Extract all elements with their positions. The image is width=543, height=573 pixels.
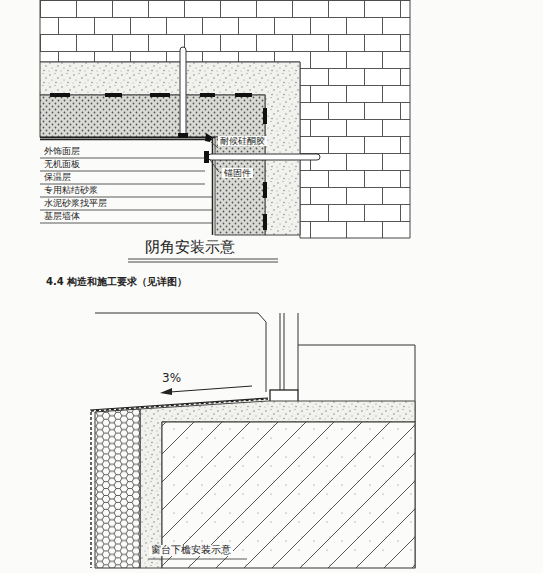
- slope-label: 3%: [162, 372, 181, 386]
- sill-slope: [90, 398, 268, 410]
- callout-label: 耐候硅酮胶: [218, 136, 267, 146]
- insulation-board: [40, 95, 265, 137]
- leader-line: [40, 158, 212, 223]
- layer-label: 基层墙体: [44, 211, 80, 221]
- section-heading: 4.4 构造和施工要求（见详图）: [46, 276, 187, 288]
- caption-underline: [148, 559, 247, 560]
- slope-arrow: [170, 386, 252, 392]
- anchor: [180, 47, 186, 137]
- window-frame: [266, 313, 298, 392]
- anchor-head: [204, 151, 209, 163]
- caption-underline: [128, 259, 278, 262]
- finish-layer: [91, 399, 268, 568]
- figure-caption: 阴角安装示意: [145, 239, 235, 256]
- layer-label: 无机面板: [44, 159, 80, 169]
- layer-label: 保温层: [44, 172, 71, 182]
- callout-label: 锚固件: [222, 168, 253, 178]
- insulation-board: [215, 137, 265, 235]
- figure-caption: 窗台下檐安装示意: [149, 545, 233, 556]
- arrowhead: [160, 388, 172, 395]
- layer-label: 专用粘结砂浆: [44, 185, 98, 195]
- layer-label: 水泥砂浆找平层: [44, 198, 107, 208]
- panel-line: [40, 137, 215, 235]
- leader-line: [210, 142, 219, 172]
- leveling-layer: [40, 62, 300, 235]
- anchor-head: [178, 133, 188, 138]
- layer-label: 外饰面层: [44, 146, 80, 156]
- insulation-mesh: [95, 409, 140, 568]
- sealant: [205, 133, 212, 142]
- plaster-layer: [140, 401, 415, 568]
- anchor: [208, 154, 320, 160]
- brick-wall: [40, 0, 410, 238]
- outline: [95, 313, 266, 322]
